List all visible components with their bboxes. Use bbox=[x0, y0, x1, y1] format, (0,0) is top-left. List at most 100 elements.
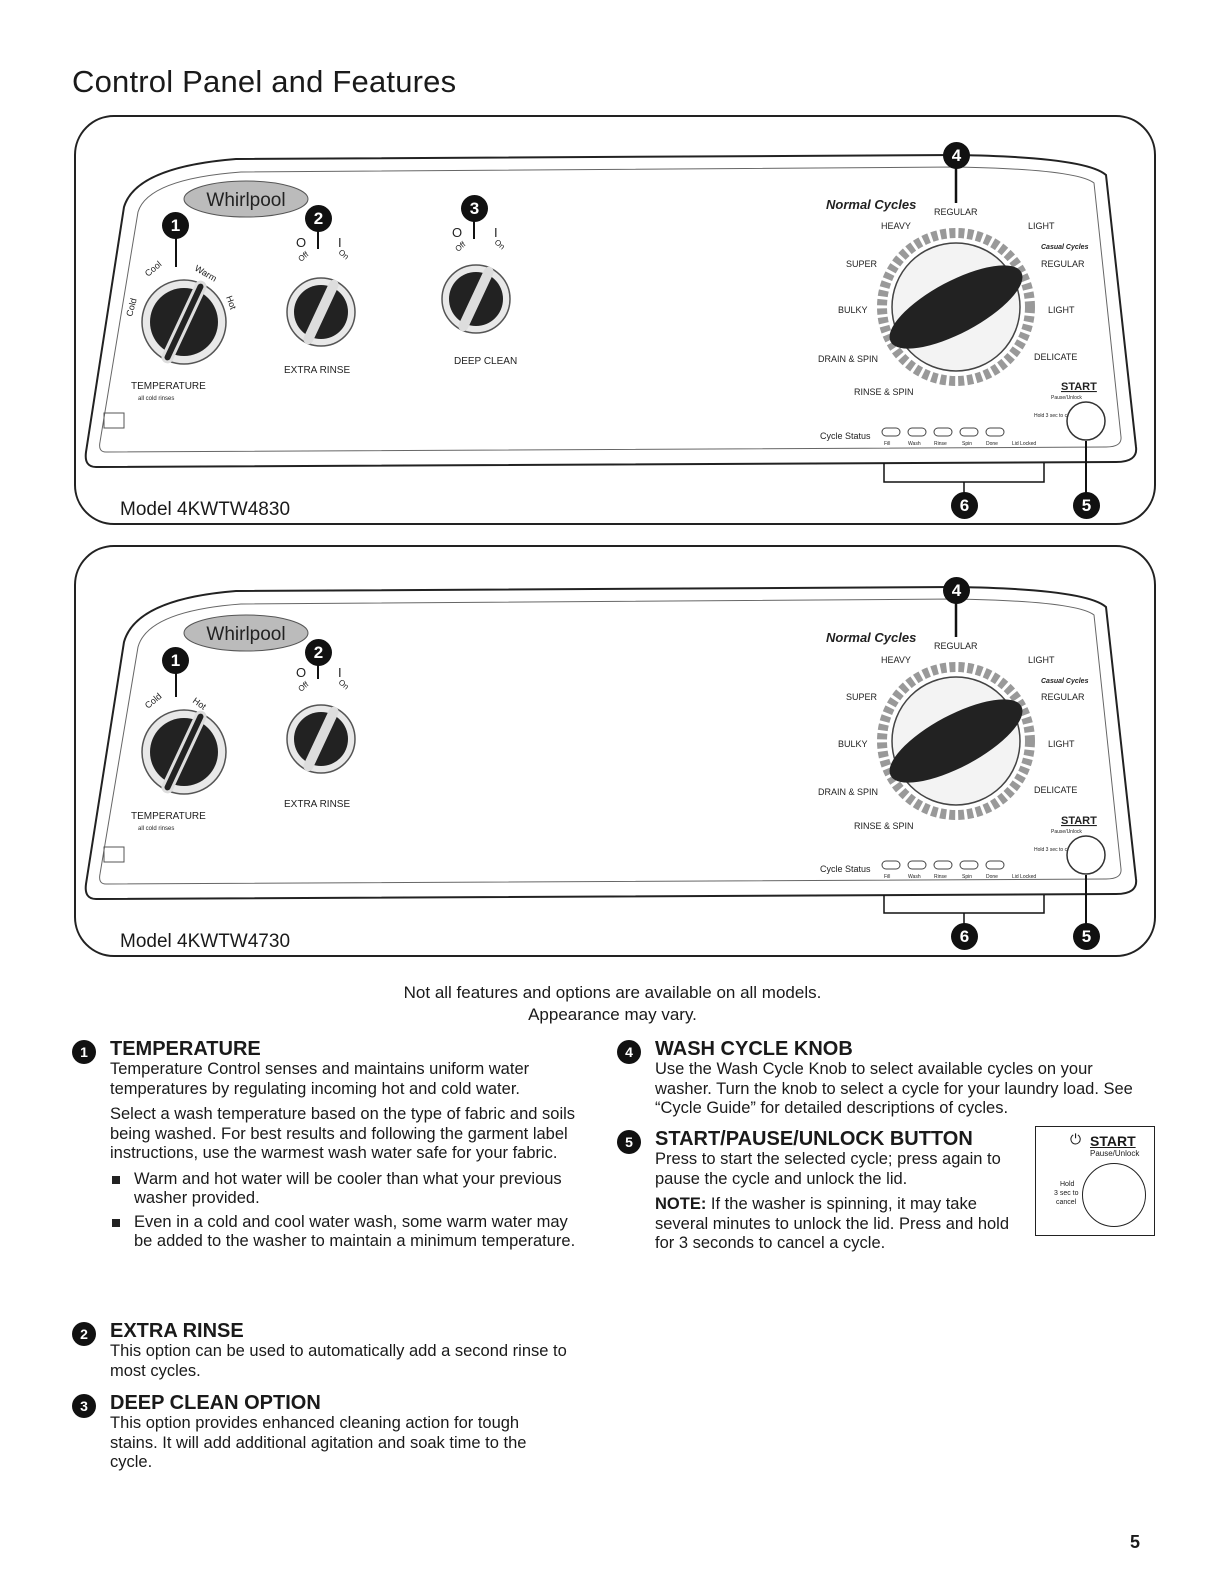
deep-clean-off: Off bbox=[454, 239, 468, 253]
cycle-status-label: Cycle Status bbox=[820, 864, 871, 874]
section-temperature: TEMPERATURE Temperature Control senses a… bbox=[110, 1038, 590, 1256]
cycle-heavy: HEAVY bbox=[881, 221, 911, 231]
list-item: Even in a cold and cool water wash, some… bbox=[110, 1213, 590, 1252]
section-wash-cycle-p1: Use the Wash Cycle Knob to select availa… bbox=[655, 1060, 1133, 1117]
section-number-3: 3 bbox=[72, 1394, 96, 1418]
section-temperature-p1: Temperature Control senses and maintains… bbox=[110, 1060, 530, 1098]
section-number-4: 4 bbox=[617, 1040, 641, 1064]
callout-1: 1 bbox=[162, 647, 189, 674]
callout-2: 2 bbox=[305, 639, 332, 666]
brand-logo: Whirlpool bbox=[206, 190, 285, 211]
brand-badge bbox=[183, 180, 309, 218]
callout-2: 2 bbox=[305, 205, 332, 232]
extra-rinse-off-symbol: O bbox=[296, 235, 306, 250]
callout-5: 5 bbox=[1073, 492, 1100, 519]
callout-6: 6 bbox=[951, 923, 978, 950]
cycle-drain-spin: DRAIN & SPIN bbox=[818, 354, 878, 364]
status-lid-locked: Lid Locked bbox=[1012, 874, 1036, 880]
start-button[interactable] bbox=[1066, 835, 1106, 875]
deep-clean-on-symbol: I bbox=[494, 225, 498, 240]
section-number-5: 5 bbox=[617, 1130, 641, 1154]
section-deep-clean: DEEP CLEAN OPTION This option provides e… bbox=[110, 1392, 570, 1479]
temperature-label: TEMPERATURE bbox=[131, 811, 206, 822]
pause-unlock-label: Pause/Unlock bbox=[1051, 395, 1082, 401]
section-extra-rinse-title: EXTRA RINSE bbox=[110, 1320, 244, 1342]
control-panel-figure-2: Whirlpool Cold Hot TEMPERATURE all cold … bbox=[74, 545, 1156, 957]
start-inset-cancel: cancel bbox=[1056, 1199, 1077, 1206]
cycle-light-normal: LIGHT bbox=[1028, 221, 1055, 231]
temp-pos-cold: Cold bbox=[124, 297, 138, 317]
callout-4: 4 bbox=[943, 142, 970, 169]
model-label-2: Model 4KWTW4730 bbox=[120, 931, 291, 952]
section-extra-rinse: EXTRA RINSE This option can be used to a… bbox=[110, 1320, 600, 1387]
availability-note: Not all features and options are availab… bbox=[0, 982, 1225, 1026]
cycle-status-leds bbox=[881, 427, 1005, 437]
cycle-status-label: Cycle Status bbox=[820, 431, 871, 441]
hold-cancel-label: Hold 3 sec to cancel bbox=[1034, 847, 1079, 853]
deep-clean-label: DEEP CLEAN bbox=[454, 356, 517, 367]
cycle-rinse-spin: RINSE & SPIN bbox=[854, 821, 914, 831]
control-panel-drawing-1: Whirlpool Cool Cold Warm Hot TEMPERATURE… bbox=[84, 153, 1138, 495]
status-spin: Spin bbox=[962, 874, 972, 880]
start-inset-button[interactable] bbox=[1082, 1163, 1146, 1227]
temp-pos-hot: Hot bbox=[224, 294, 238, 311]
section-start-button-note: NOTE: If the washer is spinning, it may … bbox=[655, 1195, 1010, 1252]
start-inset-sec: 3 sec to bbox=[1054, 1190, 1079, 1197]
section-start-button: START/PAUSE/UNLOCK BUTTON Press to start… bbox=[655, 1128, 1025, 1260]
start-button-inset: START ⏻ Pause/Unlock Hold 3 sec to cance… bbox=[1035, 1126, 1155, 1236]
section-extra-rinse-p1: This option can be used to automatically… bbox=[110, 1342, 567, 1380]
extra-rinse-on-symbol: I bbox=[338, 235, 342, 250]
brand-badge bbox=[183, 614, 309, 652]
section-deep-clean-title: DEEP CLEAN OPTION bbox=[110, 1392, 321, 1414]
section-start-button-title: START/PAUSE/UNLOCK BUTTON bbox=[655, 1128, 973, 1150]
section-number-2: 2 bbox=[72, 1322, 96, 1346]
temp-pos-cool: Cool bbox=[143, 259, 164, 279]
page-title: Control Panel and Features bbox=[72, 64, 457, 99]
section-start-button-p1: Press to start the selected cycle; press… bbox=[655, 1150, 1001, 1188]
cycle-bulky: BULKY bbox=[838, 739, 868, 749]
status-spin: Spin bbox=[962, 441, 972, 447]
section-wash-cycle: WASH CYCLE KNOB Use the Wash Cycle Knob … bbox=[655, 1038, 1147, 1125]
start-label: START bbox=[1061, 815, 1097, 827]
extra-rinse-label: EXTRA RINSE bbox=[284, 799, 350, 810]
cycle-delicate: DELICATE bbox=[1034, 785, 1077, 795]
status-wash: Wash bbox=[908, 441, 921, 447]
section-temperature-title: TEMPERATURE bbox=[110, 1038, 261, 1060]
start-button[interactable] bbox=[1066, 401, 1106, 441]
page-number: 5 bbox=[1130, 1532, 1141, 1552]
status-fill: Fill bbox=[884, 874, 890, 880]
temperature-label: TEMPERATURE bbox=[131, 381, 206, 392]
cycle-rinse-spin: RINSE & SPIN bbox=[854, 387, 914, 397]
start-inset-pause: Pause/Unlock bbox=[1090, 1149, 1140, 1158]
start-label: START bbox=[1061, 381, 1097, 393]
model-label-1: Model 4KWTW4830 bbox=[120, 499, 291, 520]
status-wash: Wash bbox=[908, 874, 921, 880]
cycle-regular: REGULAR bbox=[934, 641, 978, 651]
temperature-sublabel: all cold rinses bbox=[138, 396, 174, 402]
cycle-delicate: DELICATE bbox=[1034, 352, 1077, 362]
cycle-regular: REGULAR bbox=[934, 207, 978, 217]
control-panel-figure-1: Whirlpool Cool Cold Warm Hot TEMPERATURE… bbox=[74, 115, 1156, 525]
manual-icon bbox=[103, 412, 125, 429]
brand-logo: Whirlpool bbox=[206, 624, 285, 645]
cycle-regular-casual: REGULAR bbox=[1041, 692, 1085, 702]
status-done: Done bbox=[986, 441, 998, 447]
temp-pos-cold: Cold bbox=[143, 691, 164, 711]
availability-note-line-2: Appearance may vary. bbox=[528, 1005, 697, 1024]
section-wash-cycle-title: WASH CYCLE KNOB bbox=[655, 1038, 853, 1060]
temp-pos-hot: Hot bbox=[191, 695, 209, 712]
status-rinse: Rinse bbox=[934, 874, 947, 880]
cycle-super: SUPER bbox=[846, 259, 878, 269]
casual-cycles-title: Casual Cycles bbox=[1041, 244, 1089, 251]
hold-cancel-label: Hold 3 sec to cancel bbox=[1034, 413, 1079, 419]
cycle-regular-casual: REGULAR bbox=[1041, 259, 1085, 269]
power-icon: ⏻ bbox=[1070, 1131, 1082, 1147]
temperature-sublabel: all cold rinses bbox=[138, 826, 174, 832]
section-number-1: 1 bbox=[72, 1040, 96, 1064]
manual-icon bbox=[103, 846, 125, 863]
status-fill: Fill bbox=[884, 441, 890, 447]
section-temperature-p2: Select a wash temperature based on the t… bbox=[110, 1105, 576, 1162]
callout-6: 6 bbox=[951, 492, 978, 519]
control-panel-drawing-2: Whirlpool Cold Hot TEMPERATURE all cold … bbox=[84, 585, 1138, 925]
status-lid-locked: Lid Locked bbox=[1012, 441, 1036, 447]
